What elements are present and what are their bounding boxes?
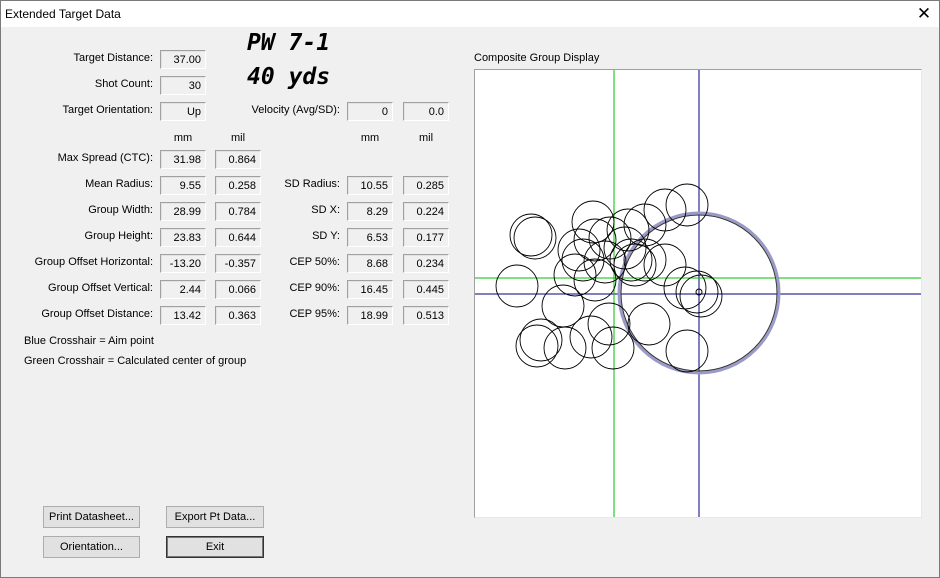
shot-hole	[643, 243, 687, 287]
stat-mil-field: 0.258	[215, 176, 261, 195]
shot-count-field: 30	[160, 76, 206, 95]
stat-mil-field: 0.285	[403, 176, 449, 195]
radius-ring-inner	[620, 214, 778, 372]
stat-label: CEP 90%:	[289, 282, 340, 294]
shot-hole	[679, 274, 723, 318]
export-pt-data-button[interactable]: Export Pt Data...	[166, 506, 264, 528]
target-orientation-field: Up	[160, 102, 206, 121]
stat-label: Group Height:	[84, 230, 153, 242]
stat-mm-field: 13.42	[160, 306, 206, 325]
shot-hole	[515, 324, 559, 368]
stat-mm-field: 23.83	[160, 228, 206, 247]
stat-label: CEP 95%:	[289, 308, 340, 320]
stat-mm-field: 18.99	[347, 306, 393, 325]
stat-label: Mean Radius:	[85, 178, 153, 190]
close-icon[interactable]: ✕	[916, 4, 932, 23]
stat-mil-field: 0.234	[403, 254, 449, 273]
left-mil-header: mil	[230, 132, 246, 144]
stat-mm-field: 31.98	[160, 150, 206, 169]
shot-hole	[613, 243, 657, 287]
right-mil-header: mil	[418, 132, 434, 144]
shot-hole	[665, 183, 709, 227]
shot-hole	[541, 284, 585, 328]
print-datasheet-button[interactable]: Print Datasheet...	[43, 506, 140, 528]
shot-hole	[588, 216, 632, 260]
target-range: 40 yds	[247, 64, 331, 90]
composite-display-title: Composite Group Display	[474, 52, 600, 64]
composite-group-display	[474, 69, 922, 518]
stat-mm-field: 16.45	[347, 280, 393, 299]
stat-mil-field: 0.177	[403, 228, 449, 247]
stat-label: CEP 50%:	[289, 256, 340, 268]
shot-hole	[513, 216, 557, 260]
shot-hole	[627, 302, 671, 346]
group-plot-canvas	[475, 70, 921, 517]
stat-label: Group Offset Distance:	[41, 308, 153, 320]
stat-mm-field: -13.20	[160, 254, 206, 273]
window-title: Extended Target Data	[5, 7, 121, 21]
stat-label: SD X:	[311, 204, 340, 216]
aim-center-marker	[695, 288, 703, 296]
stat-label: Group Width:	[88, 204, 153, 216]
shot-hole	[587, 302, 631, 346]
shot-hole	[606, 208, 650, 252]
stat-mm-field: 8.29	[347, 202, 393, 221]
target-name: PW 7-1	[247, 30, 331, 56]
shot-hole	[553, 253, 597, 297]
velocity-label: Velocity (Avg/SD):	[251, 104, 340, 116]
right-mm-header: mm	[360, 132, 380, 144]
stat-mil-field: 0.066	[215, 280, 261, 299]
shot-hole	[583, 240, 627, 284]
stat-mm-field: 2.44	[160, 280, 206, 299]
stat-mil-field: 0.864	[215, 150, 261, 169]
stat-mm-field: 9.55	[160, 176, 206, 195]
orientation-button[interactable]: Orientation...	[43, 536, 140, 558]
stat-mil-field: 0.224	[403, 202, 449, 221]
velocity-avg-field: 0	[347, 102, 393, 121]
stat-mil-field: 0.513	[403, 306, 449, 325]
stat-label: Group Offset Vertical:	[48, 282, 153, 294]
stat-mm-field: 28.99	[160, 202, 206, 221]
shot-hole	[663, 266, 707, 310]
shot-hole	[557, 228, 601, 272]
stat-label: Max Spread (CTC):	[57, 152, 153, 164]
stat-mil-field: 0.363	[215, 306, 261, 325]
shot-hole	[509, 213, 553, 257]
target-distance-field: 37.00	[160, 50, 206, 69]
title-bar: Extended Target Data ✕	[1, 1, 939, 27]
shot-hole	[609, 238, 653, 282]
left-mm-header: mm	[173, 132, 193, 144]
shot-hole	[569, 315, 613, 359]
shot-hole	[665, 329, 709, 373]
legend-green-crosshair: Green Crosshair = Calculated center of g…	[24, 355, 247, 367]
shot-count-label: Shot Count:	[94, 78, 153, 90]
exit-button[interactable]: Exit	[166, 536, 264, 558]
stat-mil-field: -0.357	[215, 254, 261, 273]
shot-hole	[543, 326, 587, 370]
stat-mm-field: 8.68	[347, 254, 393, 273]
shot-hole	[571, 200, 615, 244]
stat-mm-field: 6.53	[347, 228, 393, 247]
shot-hole	[591, 326, 635, 370]
shot-hole	[561, 238, 605, 282]
stat-mil-field: 0.644	[215, 228, 261, 247]
stat-label: Group Offset Horizontal:	[34, 256, 153, 268]
shot-hole	[495, 264, 539, 308]
shot-hole	[573, 218, 617, 262]
velocity-sd-field: 0.0	[403, 102, 449, 121]
legend-blue-crosshair: Blue Crosshair = Aim point	[24, 335, 154, 347]
stat-mm-field: 10.55	[347, 176, 393, 195]
stat-label: SD Radius:	[284, 178, 340, 190]
shot-hole	[675, 270, 719, 314]
radius-ring	[617, 211, 781, 375]
target-orientation-label: Target Orientation:	[62, 104, 154, 116]
target-distance-label: Target Distance:	[73, 52, 153, 64]
shot-hole	[643, 188, 687, 232]
shot-hole	[519, 318, 563, 362]
stat-mil-field: 0.784	[215, 202, 261, 221]
stat-mil-field: 0.445	[403, 280, 449, 299]
shot-hole	[623, 238, 667, 282]
stat-label: SD Y:	[312, 230, 340, 242]
